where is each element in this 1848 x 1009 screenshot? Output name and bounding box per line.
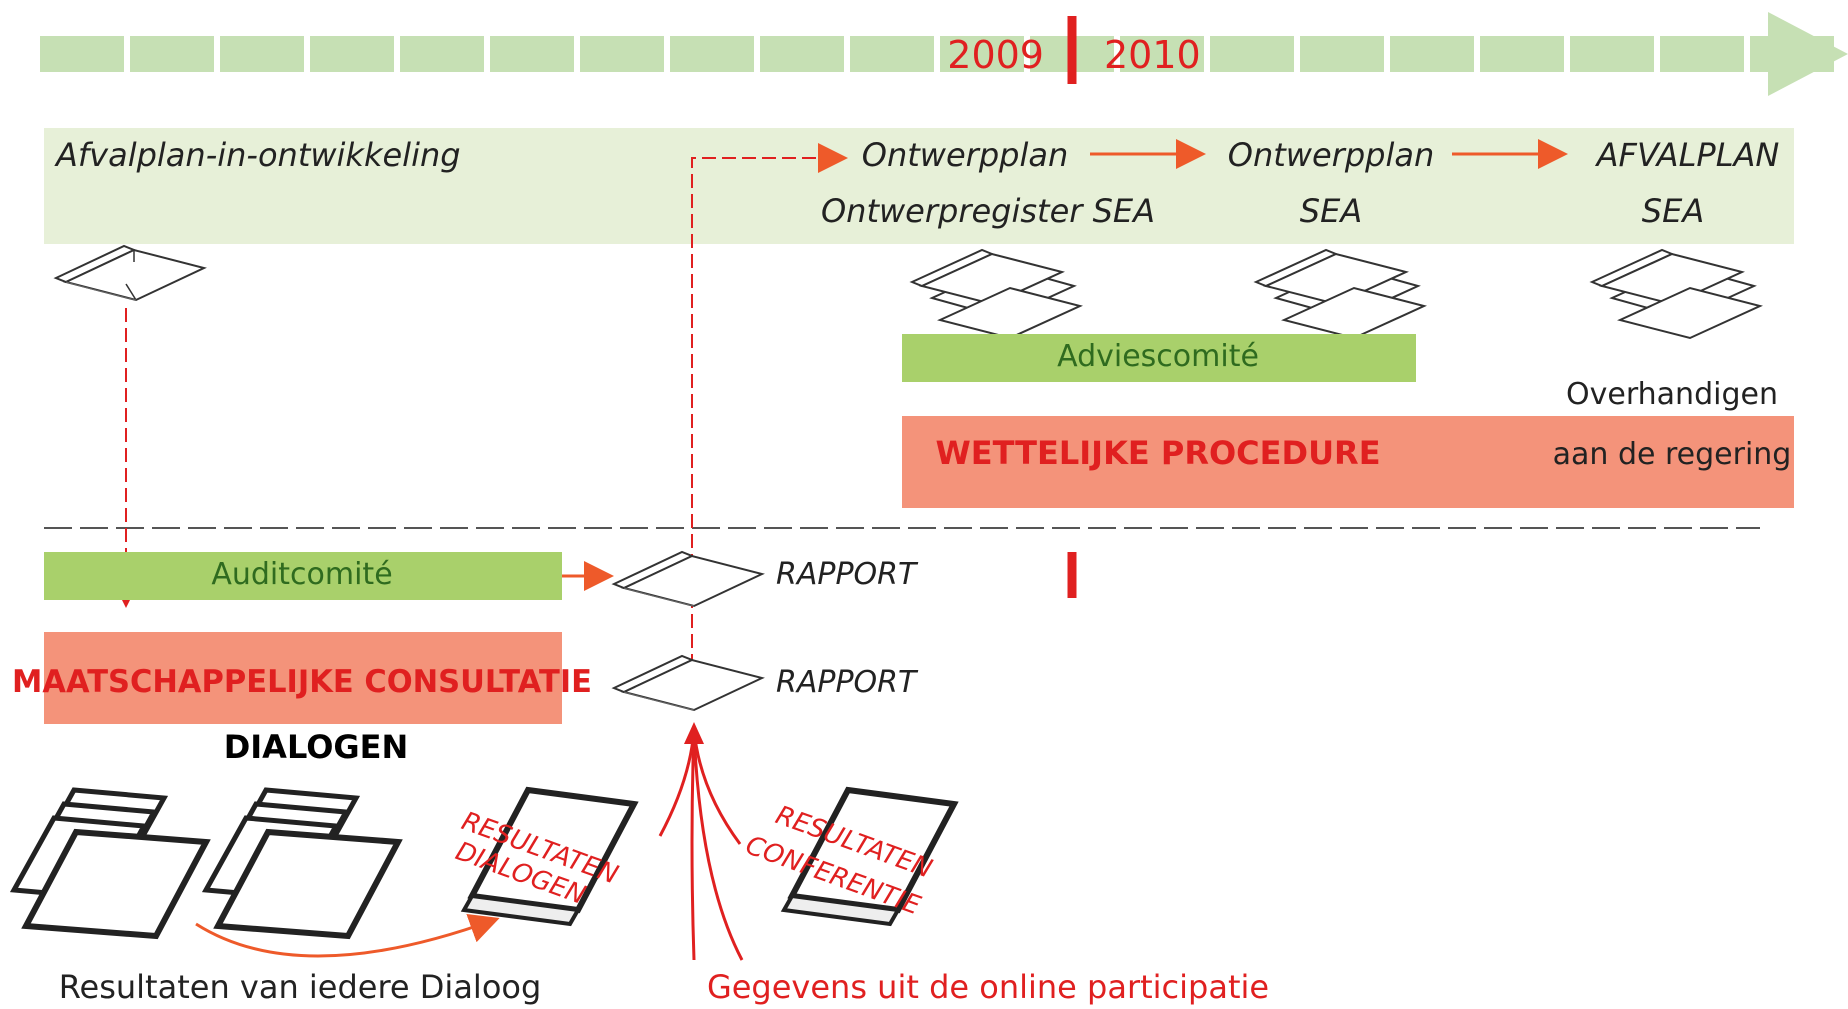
stage-2-subtitle: SEA: [1300, 192, 1362, 230]
auditcomite-bar: [44, 552, 562, 600]
year-2009: 2009: [947, 33, 1044, 77]
timeline-segment: [400, 36, 484, 72]
plan-in-development-label: Afvalplan-in-ontwikkeling: [54, 136, 461, 174]
timeline-segment: [130, 36, 214, 72]
wettelijke-procedure-label: WETTELIJKE PROCEDURE: [935, 434, 1380, 472]
stage-1-subtitle: Ontwerpregister SEA: [821, 192, 1155, 230]
book-stack-icon: [1253, 248, 1427, 340]
consultatie-bar: [44, 632, 562, 724]
timeline-segment: [490, 36, 574, 72]
adviescomite-bar: [902, 334, 1416, 382]
timeline-segment: [310, 36, 394, 72]
wettelijke-procedure-bar: [902, 416, 1794, 508]
timeline-segment: [1570, 36, 1654, 72]
timeline: 2009 2010: [40, 12, 1848, 96]
timeline-segment: [1210, 36, 1294, 72]
book-stack-icon: [909, 248, 1083, 340]
bottom-mid-caption: Gegevens uit de online participatie: [707, 968, 1269, 1006]
rapport-2-label: RAPPORT: [776, 665, 919, 700]
dialogen-title: DIALOGEN: [224, 728, 409, 766]
timeline-segment: [220, 36, 304, 72]
notebook-stack-icon: [9, 787, 211, 940]
open-book-icon: [611, 550, 765, 608]
rapport-1-label: RAPPORT: [776, 557, 919, 592]
timeline-segment: [1300, 36, 1384, 72]
timeline-segment: [580, 36, 664, 72]
stage-3-title: AFVALPLAN: [1595, 136, 1780, 174]
timeline-segment: [40, 36, 124, 72]
timeline-segments: [40, 36, 1834, 72]
timeline-segment: [760, 36, 844, 72]
open-book-icon: [53, 244, 207, 302]
timeline-segment: [1390, 36, 1474, 72]
timeline-segment: [940, 36, 1024, 72]
year-2010: 2010: [1104, 33, 1201, 77]
results-notebook-icon: [780, 786, 959, 927]
bottom-left-caption: Resultaten van iedere Dialoog: [59, 968, 542, 1006]
stage-1-title: Ontwerpplan: [862, 136, 1068, 174]
adviescomite-label: Adviescomité: [1057, 339, 1259, 374]
timeline-segment: [670, 36, 754, 72]
open-book-icon: [611, 654, 765, 712]
plan-band: [44, 128, 1794, 244]
timeline-arrowhead: [1768, 12, 1848, 96]
converging-arrows: [658, 722, 744, 961]
handover-line-2: aan de regering: [1553, 437, 1792, 472]
auditcomite-label: Auditcomité: [211, 557, 392, 592]
timeline-segment: [1480, 36, 1564, 72]
rapport-to-ontwerpplan-connector: [691, 157, 838, 668]
handover-line-1: Overhandigen: [1566, 377, 1778, 412]
notebook-stack-icon: [201, 787, 403, 940]
stage-2-title: Ontwerpplan: [1228, 136, 1434, 174]
consultatie-label: MAATSCHAPPELIJKE CONSULTATIE: [12, 664, 592, 700]
dialog-results-arrow: [195, 914, 500, 958]
results-notebook-icon: [460, 786, 639, 927]
book-stack-icon: [1589, 248, 1763, 340]
timeline-segment: [1120, 36, 1204, 72]
stage-3-subtitle: SEA: [1642, 192, 1704, 230]
timeline-segment: [850, 36, 934, 72]
timeline-segment: [1660, 36, 1744, 72]
